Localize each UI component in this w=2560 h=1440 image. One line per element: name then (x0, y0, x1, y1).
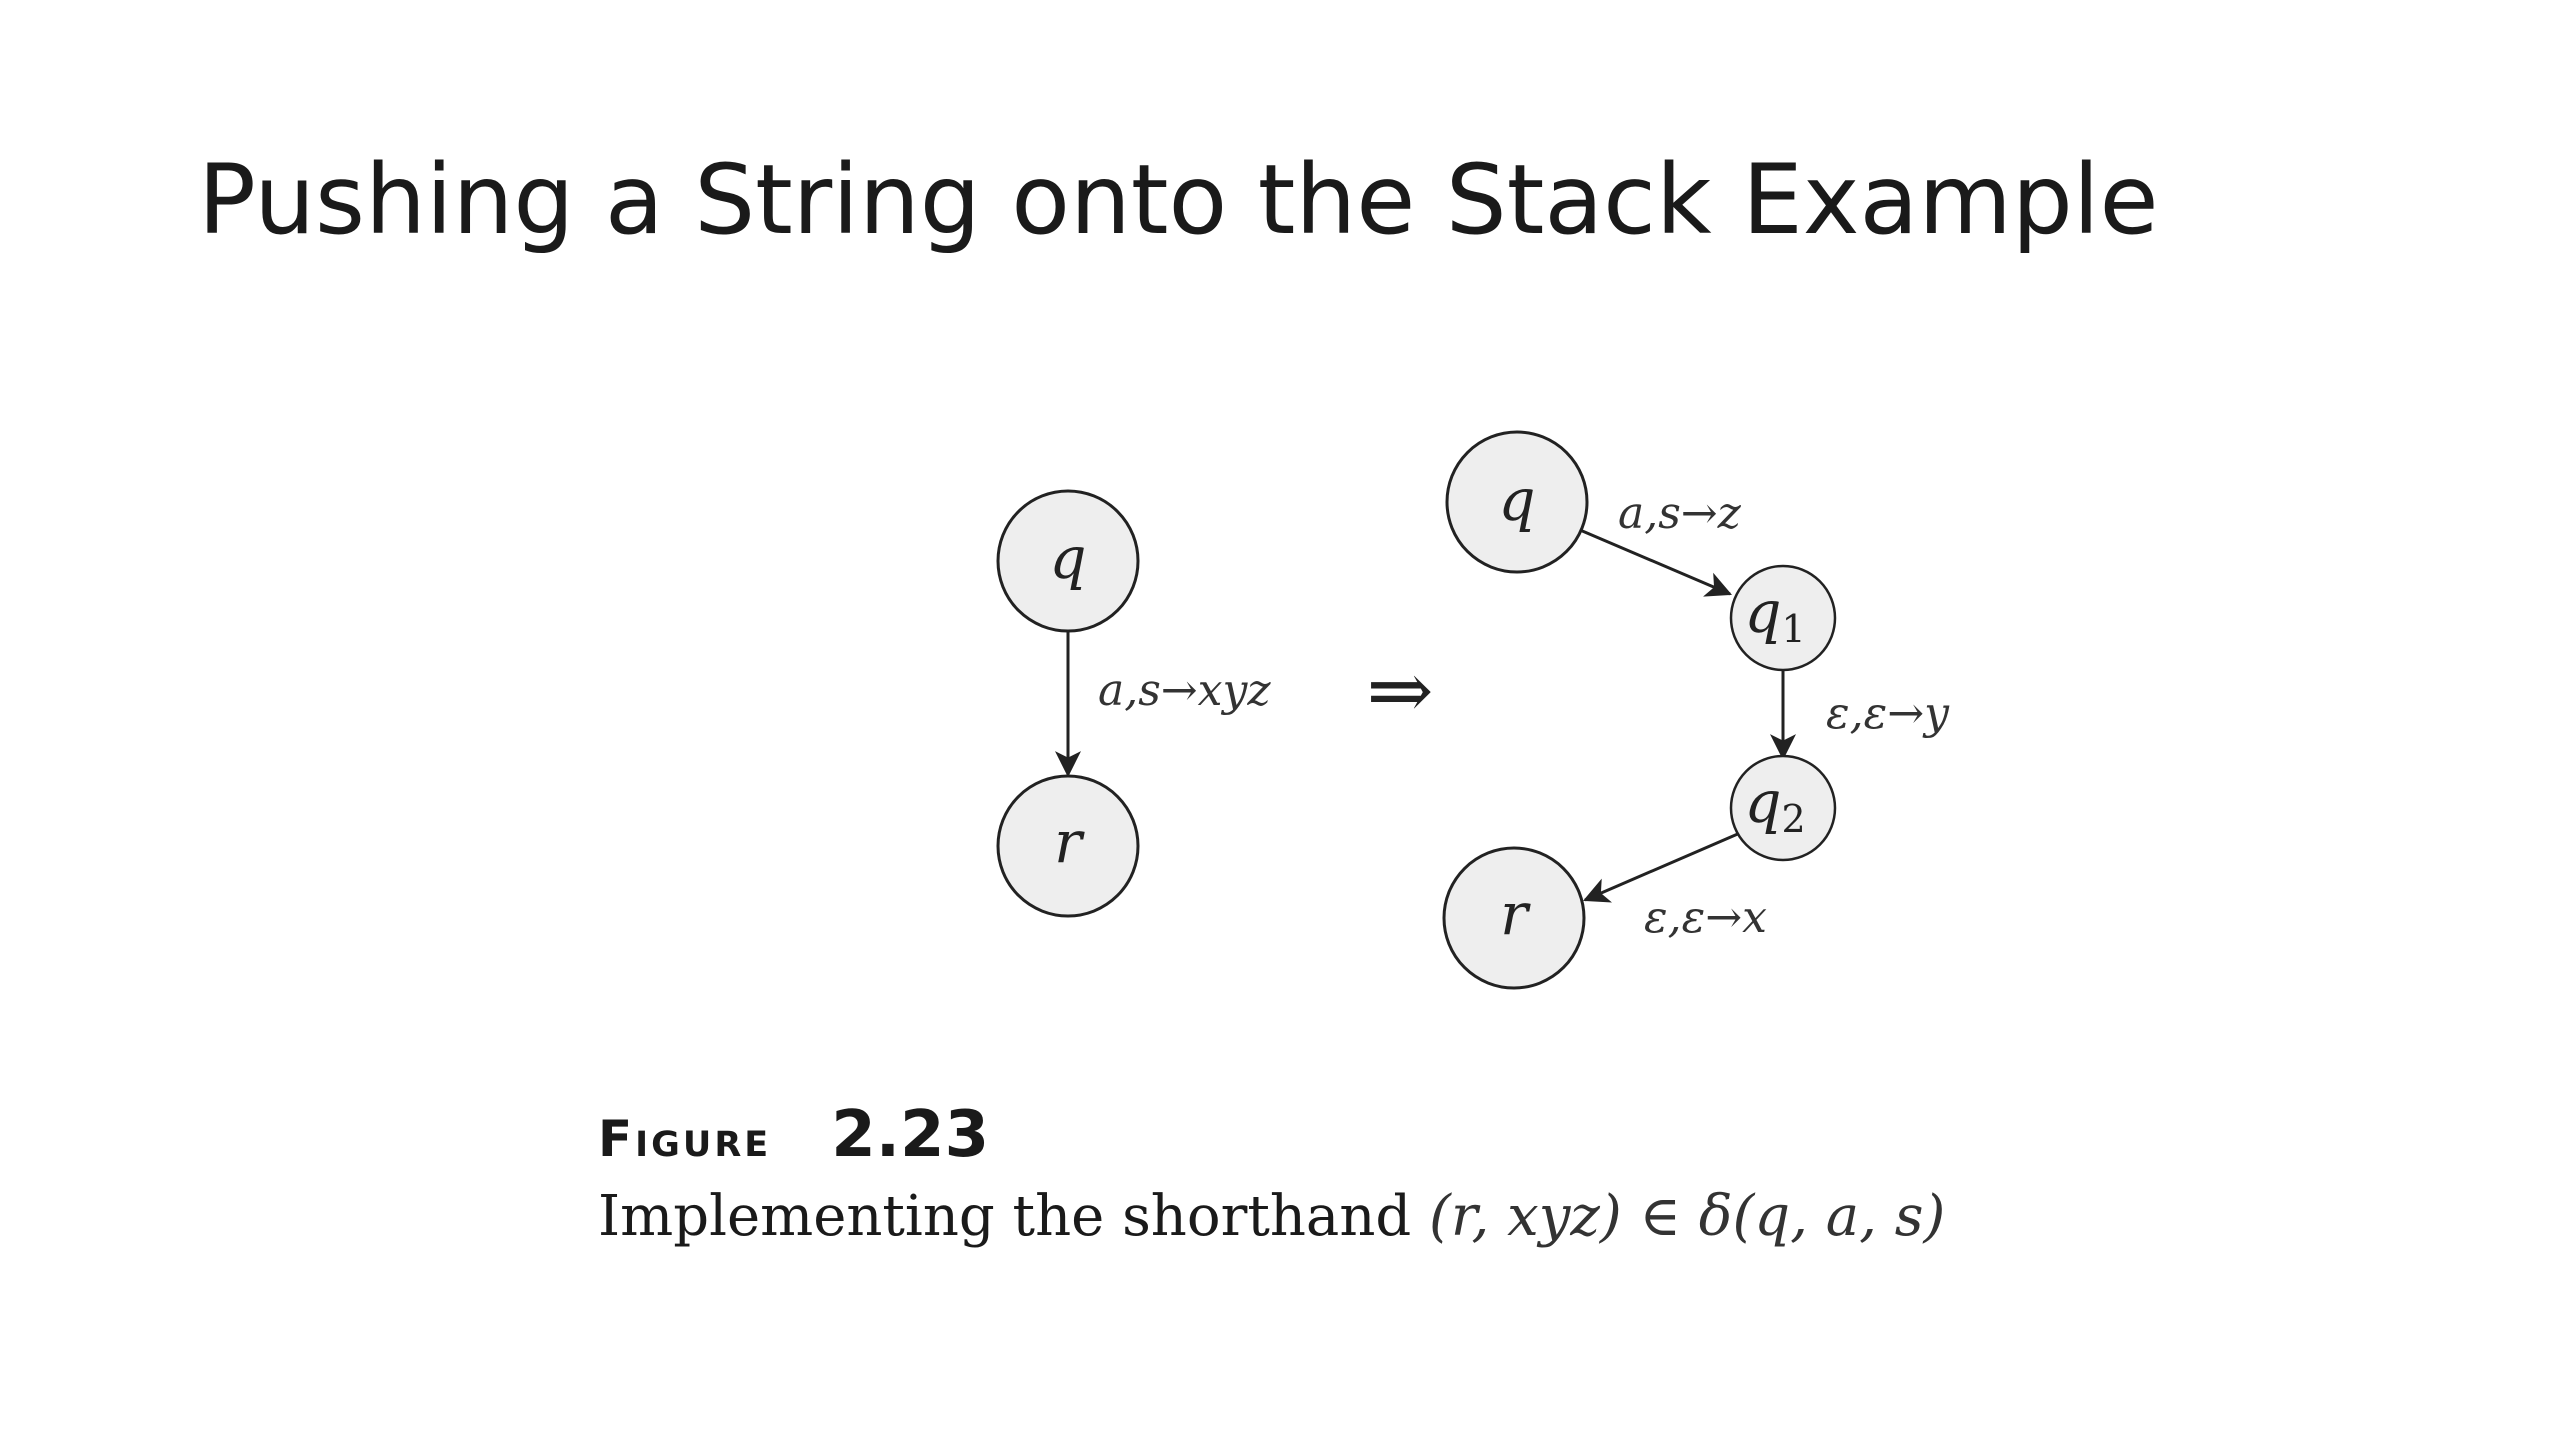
edge-label-q1-q2: ε,ε→y (1826, 688, 1950, 739)
state-circle (1729, 754, 1837, 862)
state-label-subscript: 2 (1781, 797, 1805, 841)
state-label: r (1054, 808, 1085, 876)
state-label-main: q (1744, 578, 1781, 646)
edge-label-q2-r: ε,ε→x (1644, 892, 1767, 943)
figure-description: Implementing the shorthand (r, xyz) ∈ δ(… (598, 1184, 1945, 1249)
state-label: q (1498, 466, 1535, 534)
figure-heading: Figure 2.23 (598, 1098, 1945, 1172)
state-circle (1729, 564, 1837, 672)
left-diagram: q r a,s→xyz (996, 489, 1271, 918)
right-state-q: q (1445, 430, 1589, 574)
figure-description-text: Implementing the shorthand (598, 1184, 1412, 1249)
state-label-main: q (1744, 768, 1781, 836)
right-state-r: r (1442, 846, 1586, 990)
right-state-q1: q1 (1729, 564, 1837, 672)
state-label: q1 (1744, 578, 1805, 651)
state-circle (996, 489, 1140, 633)
state-label: q2 (1744, 768, 1805, 841)
state-circle (996, 774, 1140, 918)
state-label: r (1500, 880, 1531, 948)
left-state-r: r (996, 774, 1140, 918)
state-circle (1442, 846, 1586, 990)
slide-title: Pushing a String onto the Stack Example (198, 144, 2159, 256)
right-diagram: q q1 q2 r a,s→z ε,ε→y ε,ε→x (1442, 430, 1950, 990)
implies-arrow-icon: ⇒ (1366, 644, 1433, 737)
figure-caption: Figure 2.23 Implementing the shorthand (… (598, 1098, 1945, 1249)
figure-number: 2.23 (831, 1098, 990, 1172)
state-label-subscript: 1 (1781, 607, 1805, 651)
right-state-q2: q2 (1729, 754, 1837, 862)
edge-q-to-q1 (1579, 528, 1732, 597)
edge-label-q-q1: a,s→z (1618, 488, 1742, 539)
figure-expression: (r, xyz) ∈ δ(q, a, s) (1429, 1184, 1946, 1249)
edge-label-left: a,s→xyz (1098, 665, 1271, 716)
left-state-q: q (996, 489, 1140, 633)
state-circle (1445, 430, 1589, 574)
edge-q2-to-r (1583, 831, 1741, 903)
state-label: q (1049, 524, 1086, 592)
figure-word: Figure (598, 1110, 772, 1168)
